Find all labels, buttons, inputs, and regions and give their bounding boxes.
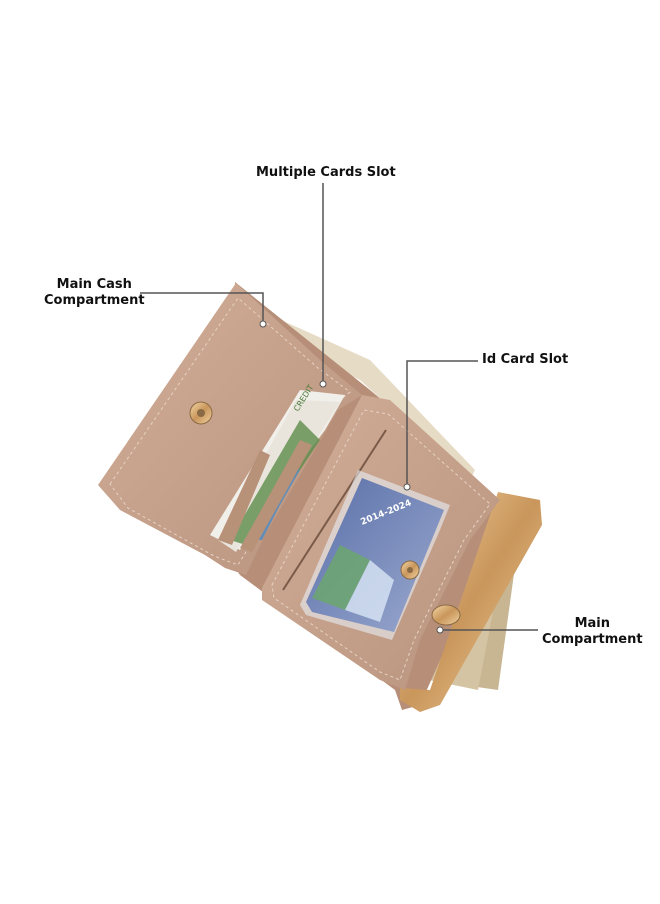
- callout-dots: [259, 320, 444, 634]
- left-flap: [98, 283, 362, 575]
- callout-main-compartment-line2: Compartment: [542, 632, 643, 647]
- clasp-icon: [431, 604, 461, 626]
- callout-main-cash-compartment: Main Cash Compartment: [44, 277, 145, 309]
- id-card-window: 2014-2024: [300, 470, 450, 640]
- callout-main-compartment: Main Compartment: [542, 616, 643, 648]
- callout-main-cash-line2: Compartment: [44, 293, 145, 308]
- callout-multiple-cards-slot-text: Multiple Cards Slot: [256, 165, 396, 180]
- cards-slot-area: CREDIT: [210, 383, 345, 552]
- callout-id-card-slot: Id Card Slot: [482, 352, 568, 368]
- callout-id-card-slot-text: Id Card Slot: [482, 352, 569, 367]
- gold-frame: [400, 492, 542, 712]
- callout-main-compartment-line1: Main: [574, 616, 610, 631]
- callout-lines: [140, 183, 538, 631]
- callout-line-id: [406, 360, 478, 485]
- callout-line-cash: [140, 292, 264, 322]
- callout-multiple-cards-slot: Multiple Cards Slot: [256, 165, 396, 181]
- callout-main-cash-line1: Main Cash: [56, 277, 132, 292]
